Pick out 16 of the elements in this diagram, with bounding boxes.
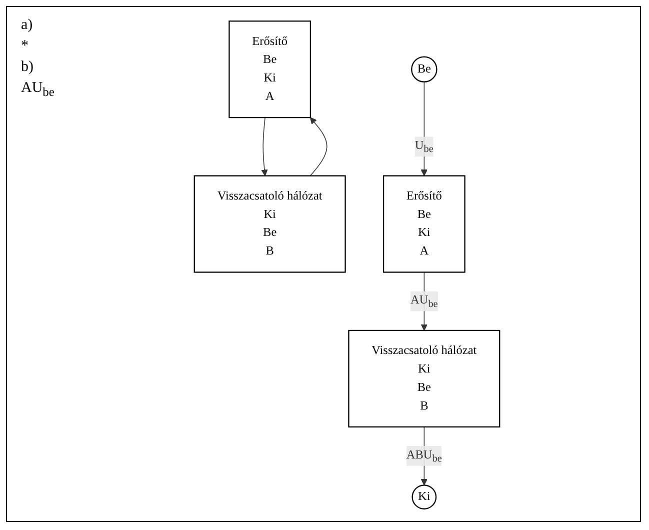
arrow [420, 81, 428, 176]
label-text: a) [21, 17, 34, 34]
edge-label: ABU$_{be}$ [406, 448, 442, 464]
arrow [310, 117, 328, 176]
node-box: Visszacsatoló hálózat Ki Be B [348, 330, 500, 428]
edge-label: U$_{be}$ [414, 138, 434, 154]
node-box: Erősítő Be Ki A [228, 20, 312, 118]
label-text: AU$_{be}$ [21, 80, 54, 100]
node-circle: Ki [412, 484, 437, 510]
label-text: b) [21, 59, 34, 76]
edge-label: AU$_{be}$ [410, 294, 438, 310]
arrow [261, 117, 268, 176]
node-circle: Be [411, 56, 438, 82]
node-box: Visszacsatoló hálózat Ki Be B [194, 175, 346, 273]
label-text: * [21, 38, 30, 55]
node-box: Erősítő Be Ki A [382, 175, 466, 273]
